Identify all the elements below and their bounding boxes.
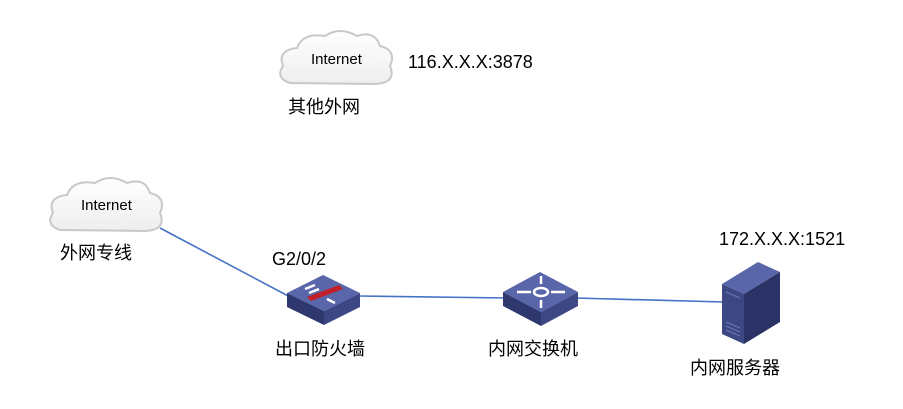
cloud-label: Internet (81, 197, 132, 214)
server-caption: 内网服务器 (690, 358, 780, 379)
cloud-icon (279, 30, 393, 86)
cloud-label: Internet (311, 51, 362, 68)
external-address: 116.X.X.X:3878 (408, 52, 533, 72)
link-switch-server (574, 297, 725, 303)
server-icon (722, 262, 780, 344)
switch-icon (503, 272, 578, 326)
link-firewall-switch (357, 295, 509, 299)
link-isp-firewall (159, 227, 293, 299)
cloud-caption: 其他外网 (288, 97, 360, 118)
server-address: 172.X.X.X:1521 (719, 229, 846, 249)
cloud-caption: 外网专线 (60, 243, 132, 264)
firewall-caption: 出口防火墙 (275, 339, 365, 360)
port-label: G2/0/2 (272, 249, 327, 269)
cloud-icon (49, 177, 163, 233)
switch-caption: 内网交换机 (488, 339, 578, 360)
firewall-icon (287, 275, 360, 325)
